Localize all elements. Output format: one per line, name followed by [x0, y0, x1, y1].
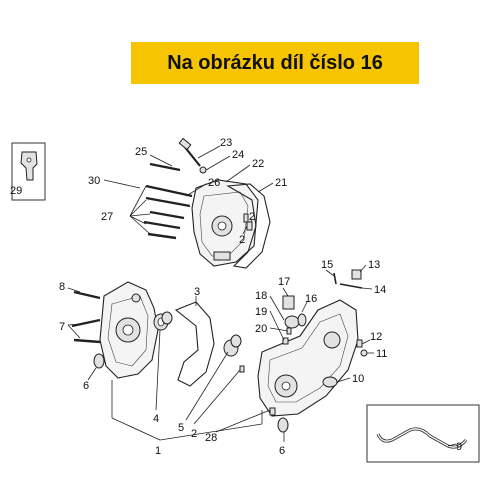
bushing-18[interactable]	[284, 315, 300, 329]
bushing-17[interactable]	[282, 295, 295, 310]
callout-2-right: 2	[249, 211, 255, 223]
screw-14[interactable]	[339, 283, 363, 289]
crankcase-gasket[interactable]	[174, 301, 215, 387]
pin-11[interactable]	[360, 349, 368, 357]
callout-23: 23	[220, 137, 232, 149]
callout-18: 18	[255, 290, 267, 302]
callout-labels: 1 2 2 2 3 4 5 6 6 7 8 9 10 11 12 13 14 1…	[10, 137, 462, 457]
seal-6-right[interactable]	[277, 417, 289, 433]
callout-28: 28	[205, 432, 217, 444]
callout-27: 27	[101, 211, 113, 223]
part-29-inset[interactable]	[11, 142, 46, 201]
clutch-cover[interactable]	[191, 179, 259, 267]
callout-22: 22	[252, 158, 264, 170]
screw-2-top[interactable]	[246, 221, 253, 231]
seal-6-left[interactable]	[93, 353, 105, 369]
callout-7: 7	[59, 321, 65, 333]
callout-12: 12	[370, 331, 382, 343]
callout-9: 9	[456, 441, 462, 453]
pin-2-lower[interactable]	[239, 365, 245, 373]
callout-14: 14	[374, 284, 386, 296]
callout-8: 8	[59, 281, 65, 293]
callout-6-right: 6	[279, 445, 285, 457]
leader-lines	[67, 145, 457, 447]
bearing-5[interactable]	[223, 334, 242, 357]
callout-5: 5	[178, 422, 184, 434]
callout-1: 1	[155, 445, 161, 457]
part-9-inset[interactable]	[366, 404, 480, 463]
callout-20: 20	[255, 323, 267, 335]
bolt-8[interactable]	[73, 290, 101, 300]
callout-4: 4	[153, 413, 159, 425]
bearing-4[interactable]	[153, 311, 173, 331]
seal-10[interactable]	[322, 376, 338, 388]
callout-11: 11	[376, 348, 387, 360]
callout-10: 10	[352, 373, 364, 385]
pin-12[interactable]	[356, 339, 363, 348]
studs[interactable]	[143, 162, 193, 240]
bolts-7[interactable]	[71, 318, 101, 344]
left-crankcase[interactable]	[99, 281, 159, 379]
plug-13[interactable]	[351, 269, 362, 280]
callout-30: 30	[88, 175, 100, 187]
pin-2-cover[interactable]	[243, 213, 249, 223]
title-banner: Na obrázku díl číslo 16	[131, 42, 419, 84]
callout-15: 15	[321, 259, 333, 271]
dipstick[interactable]	[178, 137, 207, 174]
callout-2-cover: 2	[239, 234, 245, 246]
callout-16: 16	[305, 293, 317, 305]
callout-6-left: 6	[83, 380, 89, 392]
callout-26: 26	[208, 177, 220, 189]
callout-13: 13	[368, 259, 380, 271]
callout-24: 24	[232, 149, 244, 161]
pin-19[interactable]	[282, 337, 289, 345]
callout-17: 17	[278, 276, 290, 288]
bushing-16[interactable]	[297, 313, 307, 327]
callout-2-lower: 2	[191, 428, 197, 440]
callout-25: 25	[135, 146, 147, 158]
callout-3: 3	[194, 286, 200, 298]
callout-19: 19	[255, 306, 267, 318]
pin-15[interactable]	[333, 272, 337, 285]
banner-text: Na obrázku díl číslo 16	[167, 51, 383, 74]
cover-gasket[interactable]	[226, 183, 271, 269]
callout-29: 29	[10, 185, 22, 197]
pin-28[interactable]	[269, 407, 276, 416]
callout-21: 21	[275, 177, 287, 189]
